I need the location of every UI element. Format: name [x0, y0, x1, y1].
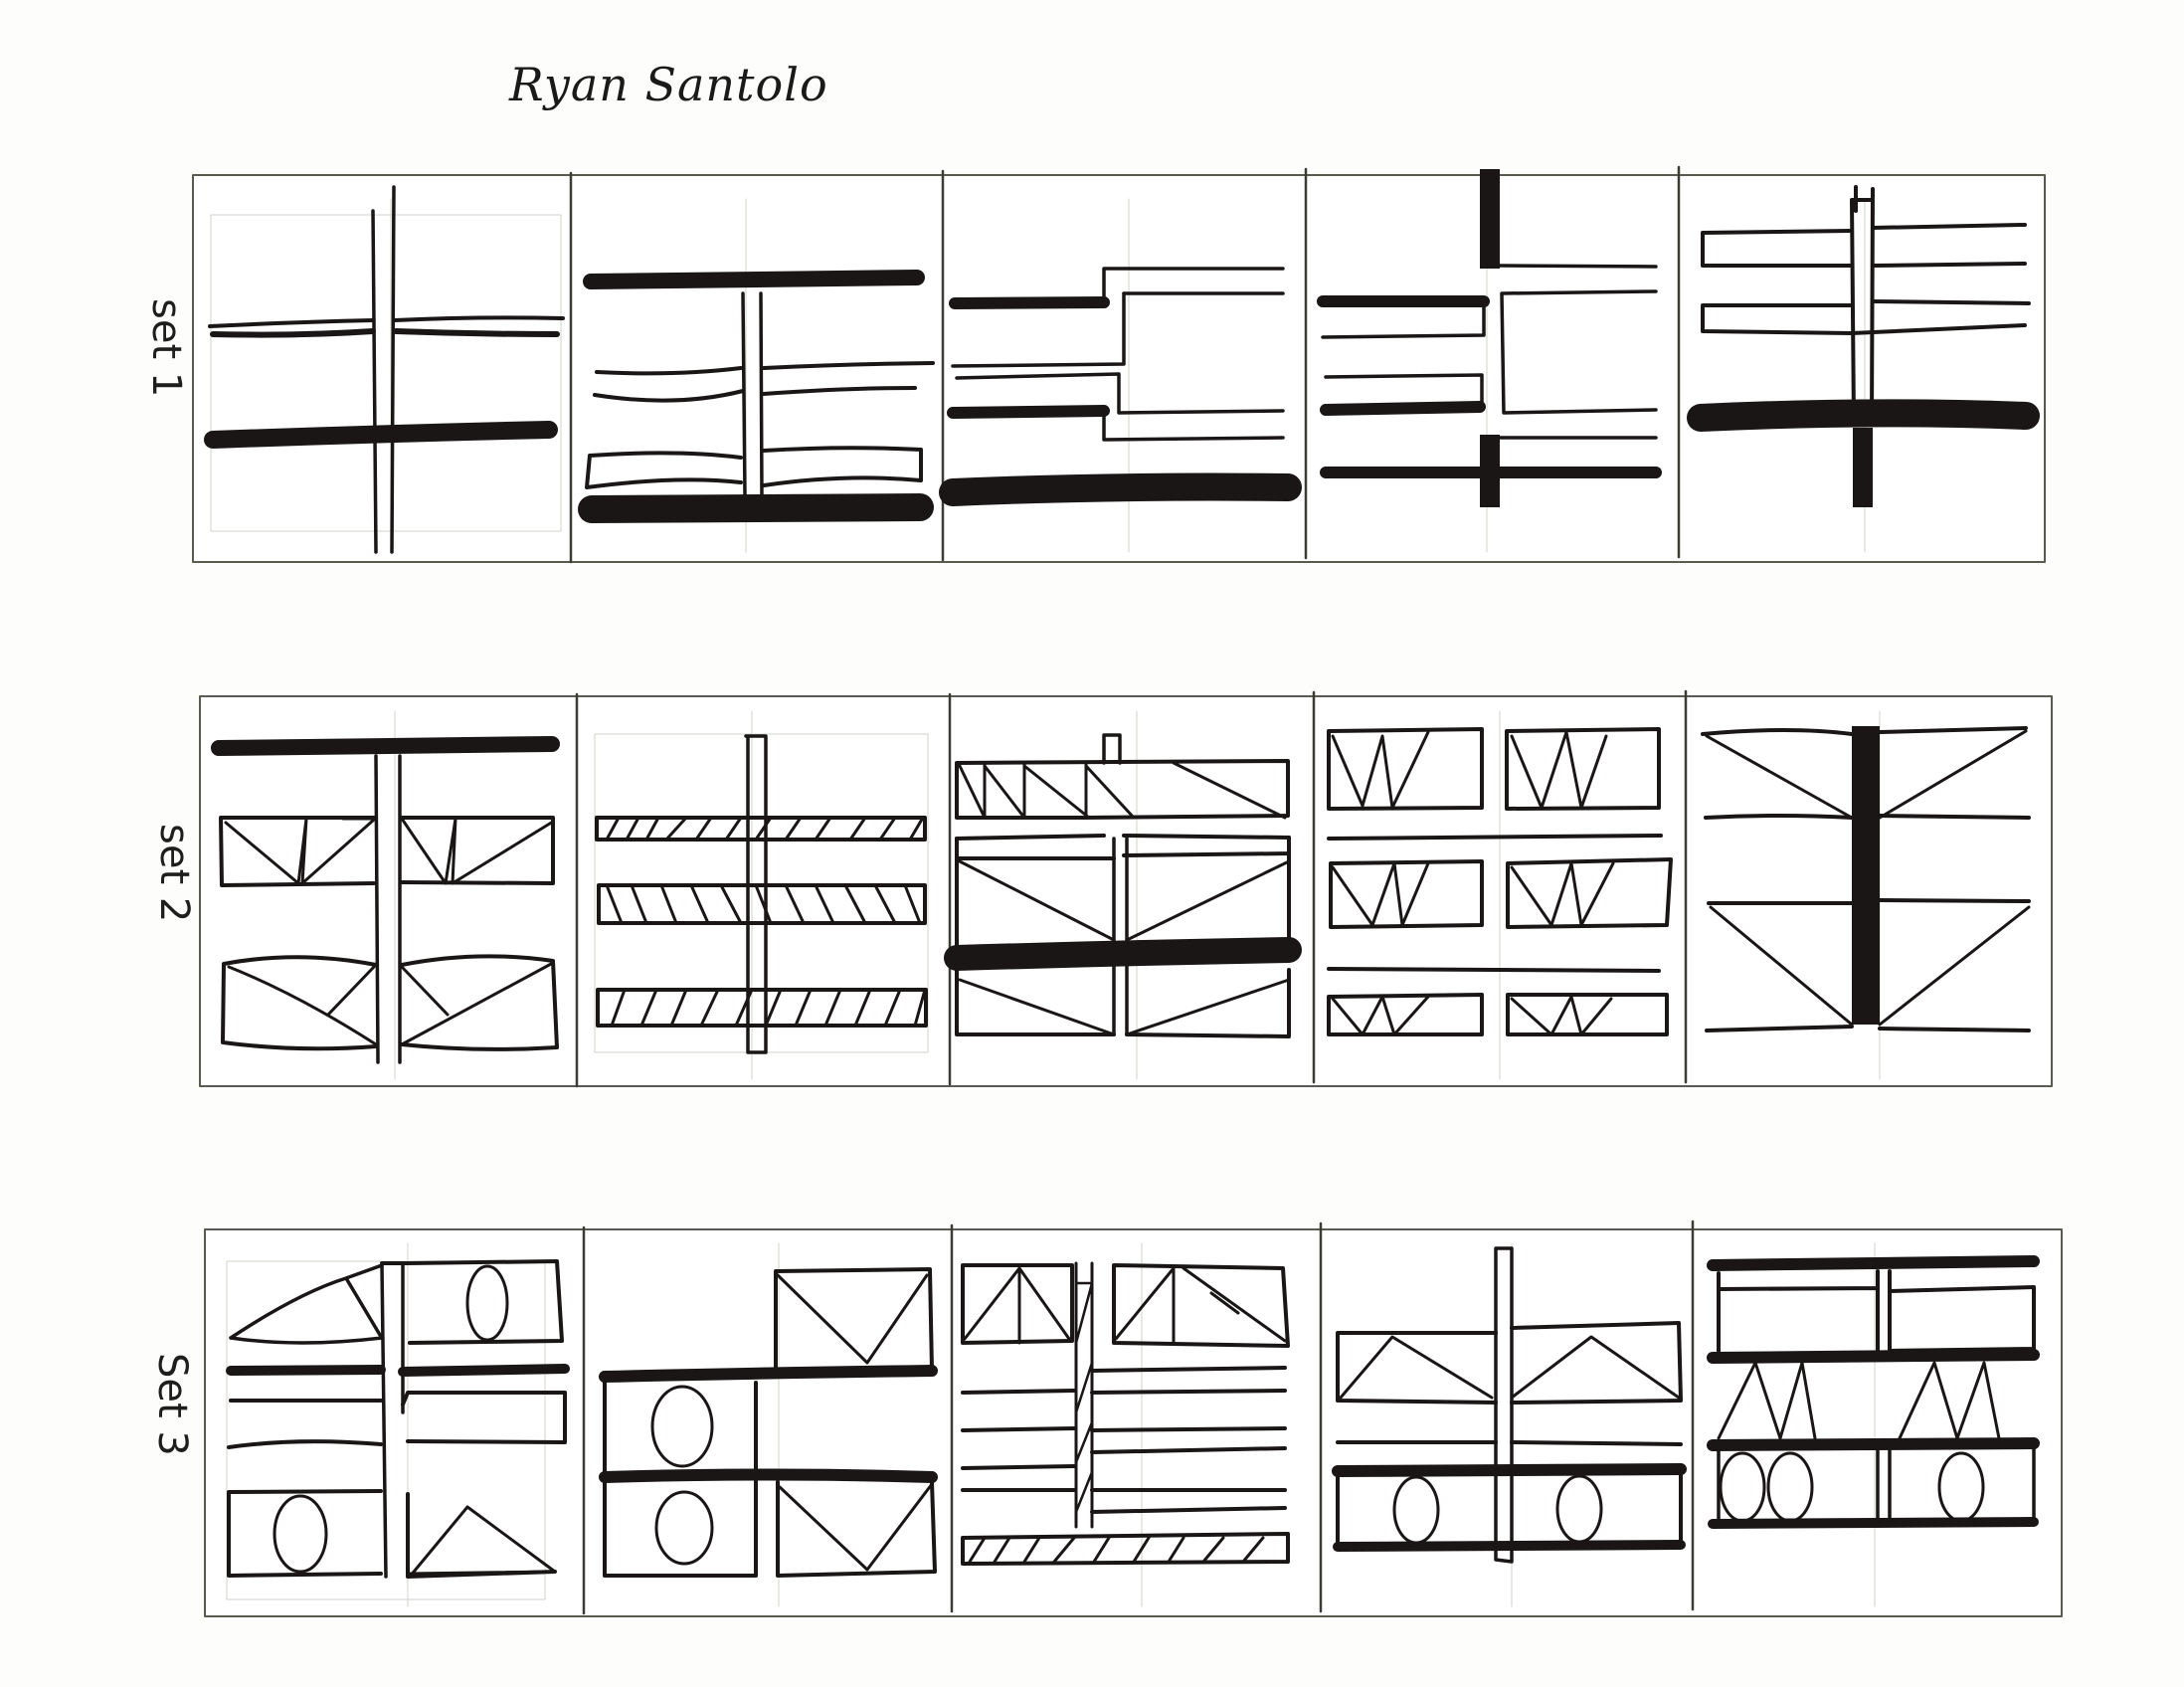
- frame-3-4: [1332, 1246, 1687, 1564]
- frame-3-1: [226, 1259, 570, 1579]
- author-signature: Ryan Santolo: [509, 58, 828, 111]
- frame-1-4: [1317, 169, 1662, 507]
- frame-3-5: [1707, 1255, 2040, 1529]
- set-3-label: Set 3: [149, 1353, 195, 1456]
- set-1-row: [192, 165, 2046, 564]
- frame-2-2: [595, 734, 928, 1054]
- frame-1-1: [204, 185, 565, 554]
- set-2-row: [199, 689, 2053, 1088]
- frame-2-5: [1701, 726, 2031, 1032]
- frame-1-5: [1687, 185, 2040, 507]
- frame-1-2: [578, 270, 935, 523]
- frame-3-3: [961, 1261, 1290, 1566]
- frame-2-3: [944, 733, 1302, 1038]
- set-3-row: [204, 1219, 2063, 1617]
- frame-2-4: [1327, 727, 1673, 1036]
- frame-1-3: [939, 267, 1302, 506]
- set-1-label: set 1: [143, 298, 189, 398]
- frame-2-1: [211, 736, 560, 1064]
- set-2-label: set 2: [151, 824, 197, 923]
- frame-3-2: [599, 1267, 938, 1578]
